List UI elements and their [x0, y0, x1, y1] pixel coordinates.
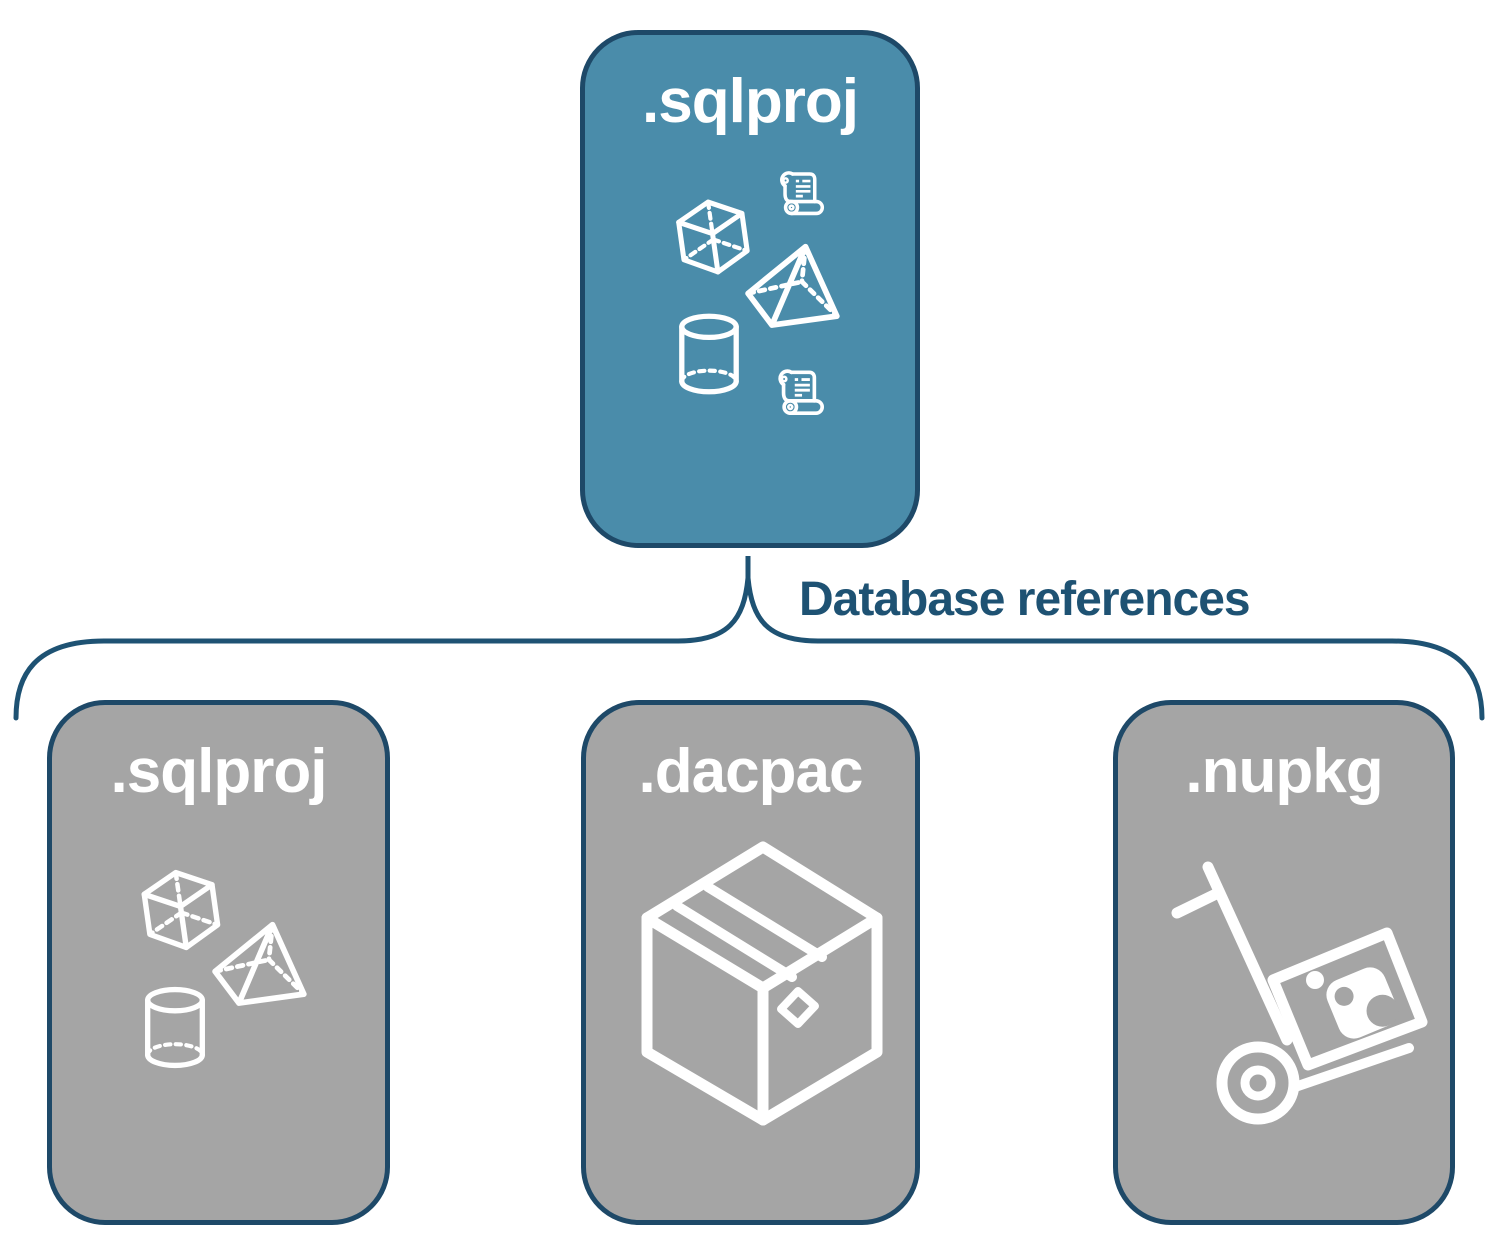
- cube-icon: [141, 869, 221, 951]
- child-card-title: .dacpac: [638, 737, 864, 806]
- pyramid-icon: [212, 921, 307, 1006]
- child-card-title: .sqlproj: [110, 737, 328, 806]
- nuget-logo: [1326, 967, 1399, 1039]
- script-scroll-icon: [778, 369, 824, 415]
- hand-truck-icon: [1171, 861, 1428, 1125]
- child-card-title: .nupkg: [1185, 737, 1383, 806]
- root-card-title: .sqlproj: [642, 67, 859, 136]
- cylinder-icon: [679, 313, 739, 395]
- child-card-dacpac: .dacpac: [581, 700, 920, 1225]
- child-card-sqlproj: .sqlproj: [47, 700, 390, 1225]
- root-card-sqlproj: .sqlproj: [580, 30, 920, 548]
- script-scroll-icon: [780, 171, 825, 216]
- child-card-nupkg: .nupkg: [1113, 700, 1455, 1225]
- package-box-icon: [641, 841, 883, 1126]
- cube-icon: [676, 199, 750, 275]
- cylinder-icon: [145, 986, 205, 1069]
- pyramid-icon: [745, 243, 840, 328]
- edge-label: Database references: [799, 573, 1251, 626]
